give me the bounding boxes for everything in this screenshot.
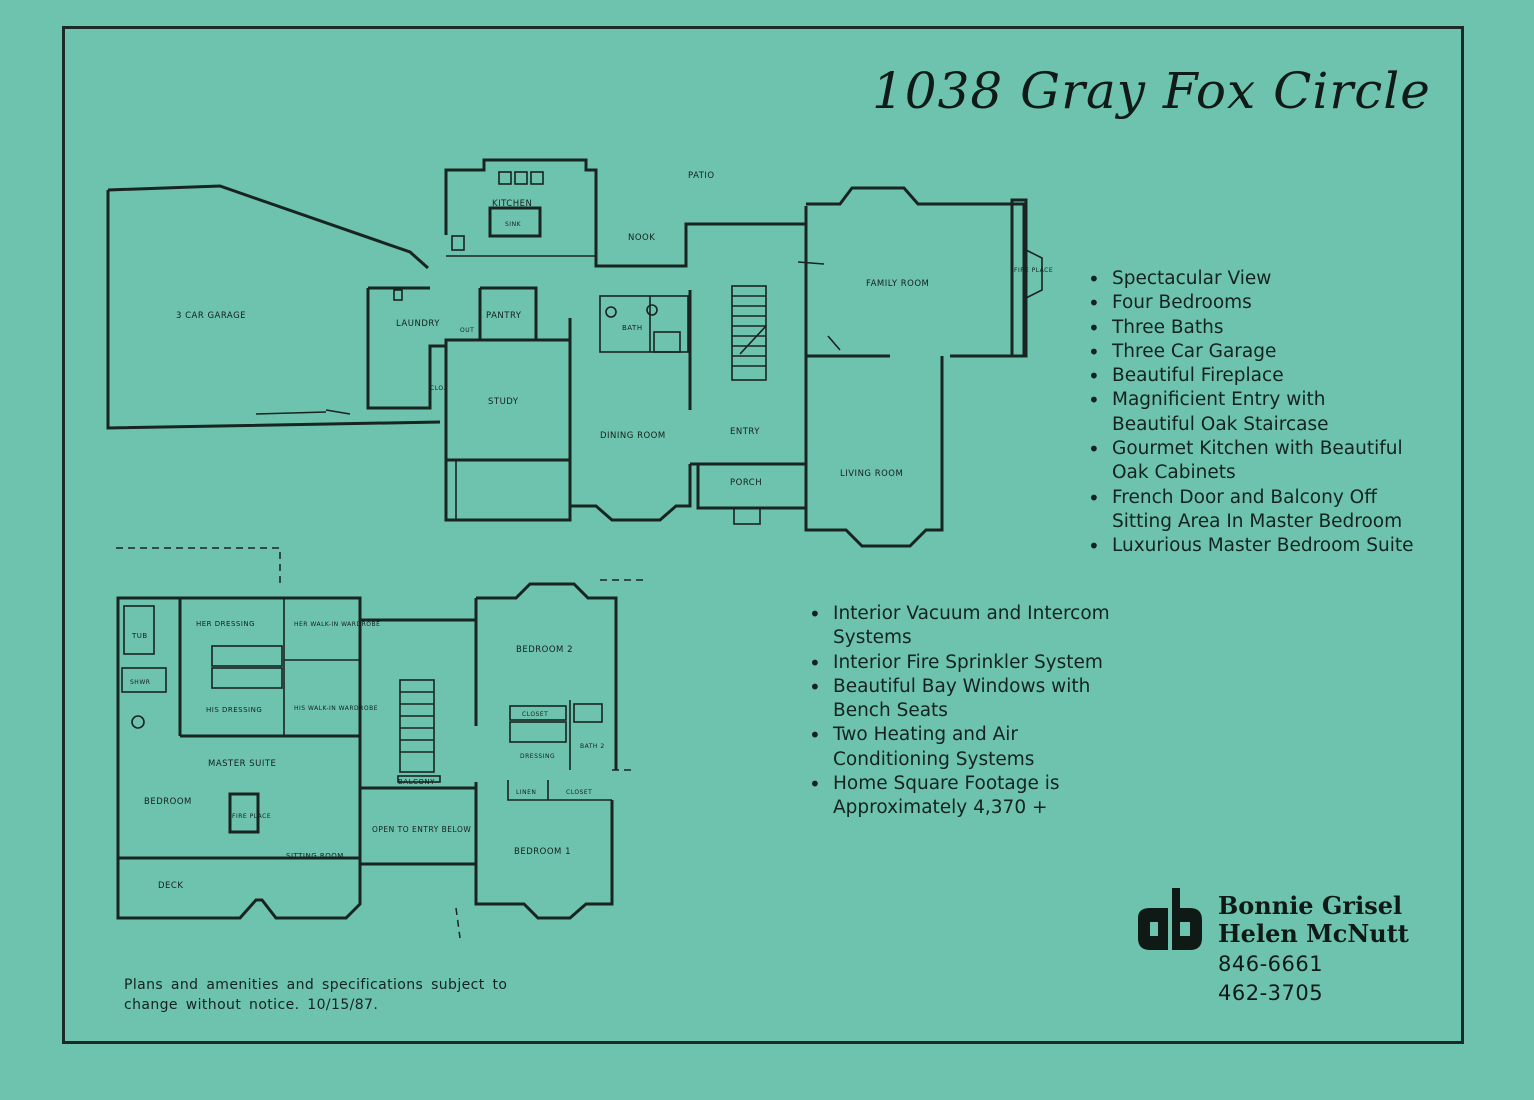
living-room-label: LIVING ROOM bbox=[840, 469, 903, 479]
agent-names: Bonnie Grisel Helen McNutt bbox=[1218, 892, 1409, 948]
disclaimer-text: Plans and amenities and specifications s… bbox=[124, 977, 508, 1013]
feature-item: Beautiful Bay Windows with Bench Seats bbox=[807, 675, 1110, 724]
agent-phones: 846-6661 462-3705 bbox=[1218, 950, 1323, 1008]
feature-item: Spectacular View bbox=[1086, 267, 1414, 292]
patio-label: PATIO bbox=[688, 171, 715, 181]
shower-label: SHWR bbox=[130, 679, 150, 686]
feature-item: Magnificient Entry with Beautiful Oak St… bbox=[1086, 388, 1414, 437]
pantry-label: PANTRY bbox=[486, 311, 522, 321]
linen-label: LINEN bbox=[516, 789, 536, 796]
master-suite-label: MASTER SUITE bbox=[208, 759, 276, 769]
page-border bbox=[62, 26, 1464, 1044]
feature-item: Interior Vacuum and Intercom Systems bbox=[807, 602, 1110, 651]
tub-label: TUB bbox=[131, 632, 148, 640]
bath-label: BATH bbox=[622, 324, 643, 332]
feature-item: Home Square Footage is Approximately 4,3… bbox=[807, 772, 1110, 821]
his-walkin-label: HIS WALK-IN WARDROBE bbox=[294, 705, 378, 712]
feature-item: Four Bedrooms bbox=[1086, 291, 1414, 316]
feature-item: Three Baths bbox=[1086, 316, 1414, 341]
dining-room-label: DINING ROOM bbox=[600, 431, 666, 441]
phone-number-2: 462-3705 bbox=[1218, 981, 1324, 1005]
ground-floor-plan bbox=[106, 158, 1043, 548]
upper-floor-plan bbox=[116, 547, 648, 939]
closet-label-top: CLOSET bbox=[522, 711, 548, 718]
property-address-title: 1038 Gray Fox Circle bbox=[872, 62, 1431, 120]
deck-label: DECK bbox=[158, 881, 183, 891]
sitting-room-label: SITTING ROOM bbox=[286, 852, 344, 860]
fireplace-label-bottom: FIRE PLACE bbox=[232, 813, 271, 820]
family-room-label: FAMILY ROOM bbox=[866, 279, 929, 289]
fireplace-label-top: FIRE PLACE bbox=[1014, 267, 1053, 274]
his-dressing-label: HIS DRESSING bbox=[206, 706, 262, 714]
out-label: OUT bbox=[460, 327, 474, 334]
her-dressing-label: HER DRESSING bbox=[196, 620, 255, 628]
sink-label: SINK bbox=[505, 221, 522, 228]
feature-item: Three Car Garage bbox=[1086, 340, 1414, 365]
study-label: STUDY bbox=[488, 397, 519, 407]
bath-2-label: BATH 2 bbox=[580, 743, 605, 750]
ab-logo bbox=[1138, 888, 1202, 950]
her-walkin-label: HER WALK-IN WARDROBE bbox=[294, 621, 380, 628]
agent-name-2: Helen McNutt bbox=[1218, 919, 1409, 948]
kitchen-label: KITCHEN bbox=[492, 199, 532, 209]
bedroom-1-label: BEDROOM 1 bbox=[514, 847, 571, 857]
clo-label: CLO. bbox=[430, 385, 446, 392]
feature-item: Luxurious Master Bedroom Suite bbox=[1086, 534, 1414, 559]
feature-list-systems: Interior Vacuum and Intercom Systems Int… bbox=[807, 602, 1110, 821]
garage-label: 3 CAR GARAGE bbox=[176, 311, 246, 321]
entry-label: ENTRY bbox=[730, 427, 760, 437]
open-to-entry-label: OPEN TO ENTRY BELOW bbox=[372, 825, 471, 834]
dressing-label: DRESSING bbox=[520, 753, 555, 760]
agent-name-1: Bonnie Grisel bbox=[1218, 891, 1403, 920]
feature-item: French Door and Balcony Off Sitting Area… bbox=[1086, 486, 1414, 535]
feature-list-main: Spectacular View Four Bedrooms Three Bat… bbox=[1086, 267, 1414, 559]
phone-number-1: 846-6661 bbox=[1218, 952, 1324, 976]
feature-item: Gourmet Kitchen with Beautiful Oak Cabin… bbox=[1086, 437, 1414, 486]
feature-item: Two Heating and Air Conditioning Systems bbox=[807, 723, 1110, 772]
closet-label-bottom: CLOSET bbox=[566, 789, 592, 796]
bedroom-label: BEDROOM bbox=[144, 797, 192, 807]
balcony-label: BALCONY bbox=[398, 778, 435, 786]
nook-label: NOOK bbox=[628, 233, 655, 243]
feature-item: Interior Fire Sprinkler System bbox=[807, 651, 1110, 676]
feature-item: Beautiful Fireplace bbox=[1086, 364, 1414, 389]
bedroom-2-label: BEDROOM 2 bbox=[516, 645, 573, 655]
laundry-label: LAUNDRY bbox=[396, 319, 440, 329]
porch-label: PORCH bbox=[730, 478, 762, 488]
